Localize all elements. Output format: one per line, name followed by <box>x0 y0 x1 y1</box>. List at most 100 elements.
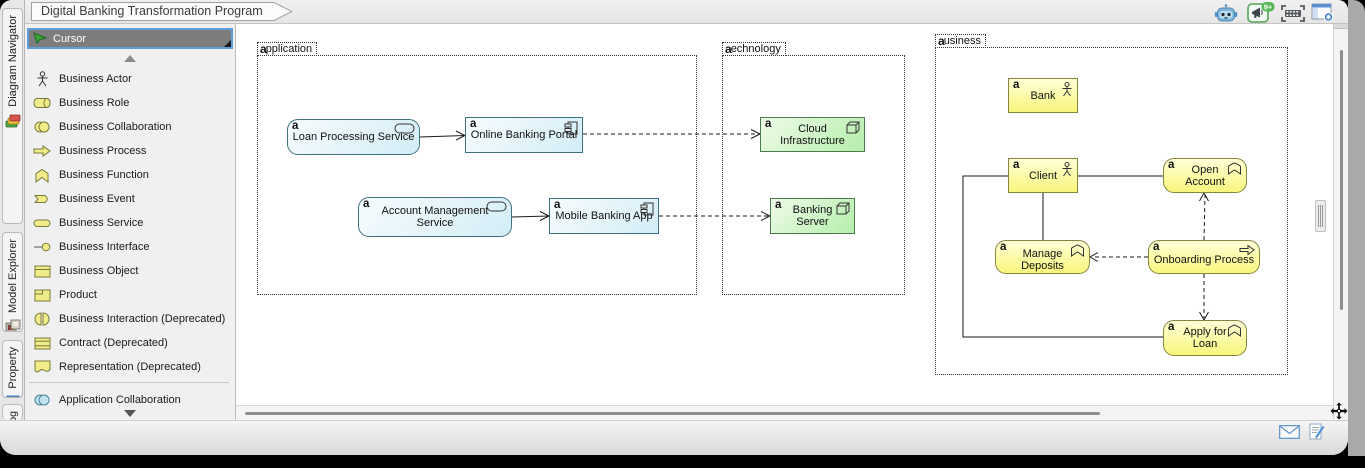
application-collaboration-icon <box>33 393 51 407</box>
ai-robot-icon[interactable] <box>1214 4 1238 27</box>
cursor-icon <box>33 31 48 47</box>
palette-item-business-service[interactable]: Business Service <box>27 211 233 235</box>
sidebar-tab-property[interactable]: Property <box>2 340 23 398</box>
business-object-icon <box>33 265 51 278</box>
palette-item-business-object[interactable]: Business Object <box>27 259 233 283</box>
vertical-scrollbar-button[interactable] <box>1334 24 1348 29</box>
node-client[interactable]: a Client <box>1008 158 1078 193</box>
palette-item-business-interaction[interactable]: Business Interaction (Deprecated) <box>27 307 233 331</box>
presentation-frame-icon[interactable] <box>1281 5 1305 27</box>
component-icon <box>640 202 654 219</box>
mail-icon[interactable] <box>1279 425 1300 444</box>
tab-label: Diagram Navigator <box>6 15 19 107</box>
node-label: Banking Server <box>792 204 833 228</box>
palette-item-contract[interactable]: Contract (Deprecated) <box>27 331 233 355</box>
function-icon <box>1227 162 1242 178</box>
business-interface-icon <box>33 241 51 253</box>
node-cloud-infrastructure[interactable]: a Cloud Infrastructure <box>760 117 865 152</box>
cursor-more-indicator <box>224 40 231 47</box>
component-icon <box>564 121 578 138</box>
palette-item-product[interactable]: Product <box>27 283 233 307</box>
application-frame: Diagram Navigator Model Explorer Propert… <box>0 0 1348 455</box>
palette-item-business-collaboration[interactable]: Business Collaboration <box>27 115 233 139</box>
node-mobile-banking-app[interactable]: a Mobile Banking App <box>549 198 659 234</box>
business-actor-icon <box>33 71 51 87</box>
node-loan-processing-service[interactable]: a Loan Processing Service <box>287 119 420 155</box>
palette-cursor-tool[interactable]: Cursor <box>27 28 233 49</box>
service-icon <box>394 123 415 137</box>
node-account-management-service[interactable]: a Account Management Service <box>358 197 512 237</box>
diagram-title-tab[interactable]: Digital Banking Transformation Program <box>31 2 293 21</box>
pan-mode-icon[interactable] <box>1330 402 1348 425</box>
product-icon <box>33 289 51 302</box>
node-label: Bank <box>1030 89 1056 102</box>
edit-document-icon[interactable] <box>1309 423 1326 446</box>
node-label: Loan Processing Service <box>292 131 415 143</box>
vertical-scrollbar[interactable] <box>1333 24 1348 420</box>
panel-splitter-grip[interactable] <box>1315 200 1326 232</box>
tab-label: acklog <box>7 411 19 420</box>
business-function-icon <box>33 168 51 183</box>
node-label: Mobile Banking App <box>555 210 653 222</box>
business-service-icon <box>33 217 51 229</box>
diagram-title: Digital Banking Transformation Program <box>41 4 263 18</box>
horizontal-scrollbar[interactable] <box>236 405 1333 420</box>
node-label: Manage Deposits <box>1021 248 1064 272</box>
node-label: Online Banking Portal <box>470 129 578 141</box>
sidebar-tab-backlog[interactable]: acklog <box>2 404 23 420</box>
horizontal-scrollbar-thumb[interactable] <box>245 412 1100 415</box>
node-icon <box>836 202 850 218</box>
node-label: Account Management Service <box>381 205 489 229</box>
node-manage-deposits[interactable]: a Manage Deposits <box>995 240 1090 274</box>
palette-scroll-down-icon[interactable] <box>124 410 136 417</box>
model-explorer-icon <box>5 319 21 331</box>
node-label: Apply for Loan <box>1183 326 1227 350</box>
contract-icon <box>33 337 51 350</box>
palette-item-representation[interactable]: Representation (Deprecated) <box>27 355 233 379</box>
palette-item-business-event[interactable]: Business Event <box>27 187 233 211</box>
node-label: Client <box>1028 169 1058 182</box>
announcement-megaphone-icon[interactable]: 9+ <box>1247 2 1275 28</box>
sidebar-tab-model-explorer[interactable]: Model Explorer <box>2 232 23 332</box>
palette-item-business-interface[interactable]: Business Interface <box>27 235 233 259</box>
panel-layout-icon[interactable] <box>1311 3 1334 27</box>
tab-label: Model Explorer <box>6 239 19 313</box>
node-online-banking-portal[interactable]: a Online Banking Portal <box>465 117 583 153</box>
desktop-background-strip <box>1348 0 1365 456</box>
function-icon <box>1227 324 1242 340</box>
status-bar <box>0 420 1348 455</box>
palette-item-business-function[interactable]: Business Function <box>27 163 233 187</box>
palette-scroll-up-icon[interactable] <box>124 55 136 62</box>
palette-item-business-actor[interactable]: Business Actor <box>27 67 233 91</box>
sidebar-tab-diagram-navigator[interactable]: Diagram Navigator <box>2 8 23 224</box>
tab-label: Property <box>6 347 19 389</box>
business-collaboration-icon <box>33 120 51 134</box>
palette-item-business-process[interactable]: Business Process <box>27 139 233 163</box>
business-process-icon <box>33 144 51 158</box>
tool-palette: Cursor Business Actor Business Role Busi… <box>25 24 236 420</box>
node-label: Onboarding Process <box>1153 254 1255 266</box>
business-event-icon <box>33 193 51 205</box>
function-icon <box>1070 244 1085 260</box>
vertical-scrollbar-thumb[interactable] <box>1340 50 1343 310</box>
node-apply-for-loan[interactable]: a Apply for Loan <box>1163 320 1247 356</box>
palette-item-application-collaboration[interactable]: Application Collaboration <box>27 388 233 412</box>
top-bar: Digital Banking Transformation Program 9… <box>25 0 1348 24</box>
node-open-account[interactable]: a Open Account <box>1163 158 1247 193</box>
node-label: Open Account <box>1185 163 1225 188</box>
business-role-icon <box>33 96 51 110</box>
node-bank[interactable]: a Bank <box>1008 78 1078 113</box>
node-icon <box>846 121 860 137</box>
node-onboarding-process[interactable]: a Onboarding Process <box>1148 240 1260 274</box>
side-tab-strip: Diagram Navigator Model Explorer Propert… <box>0 0 25 420</box>
node-banking-server[interactable]: a Banking Server <box>770 198 855 234</box>
node-label: Cloud Infrastructure <box>780 122 845 147</box>
actor-icon <box>1061 162 1073 180</box>
palette-item-business-role[interactable]: Business Role <box>27 91 233 115</box>
